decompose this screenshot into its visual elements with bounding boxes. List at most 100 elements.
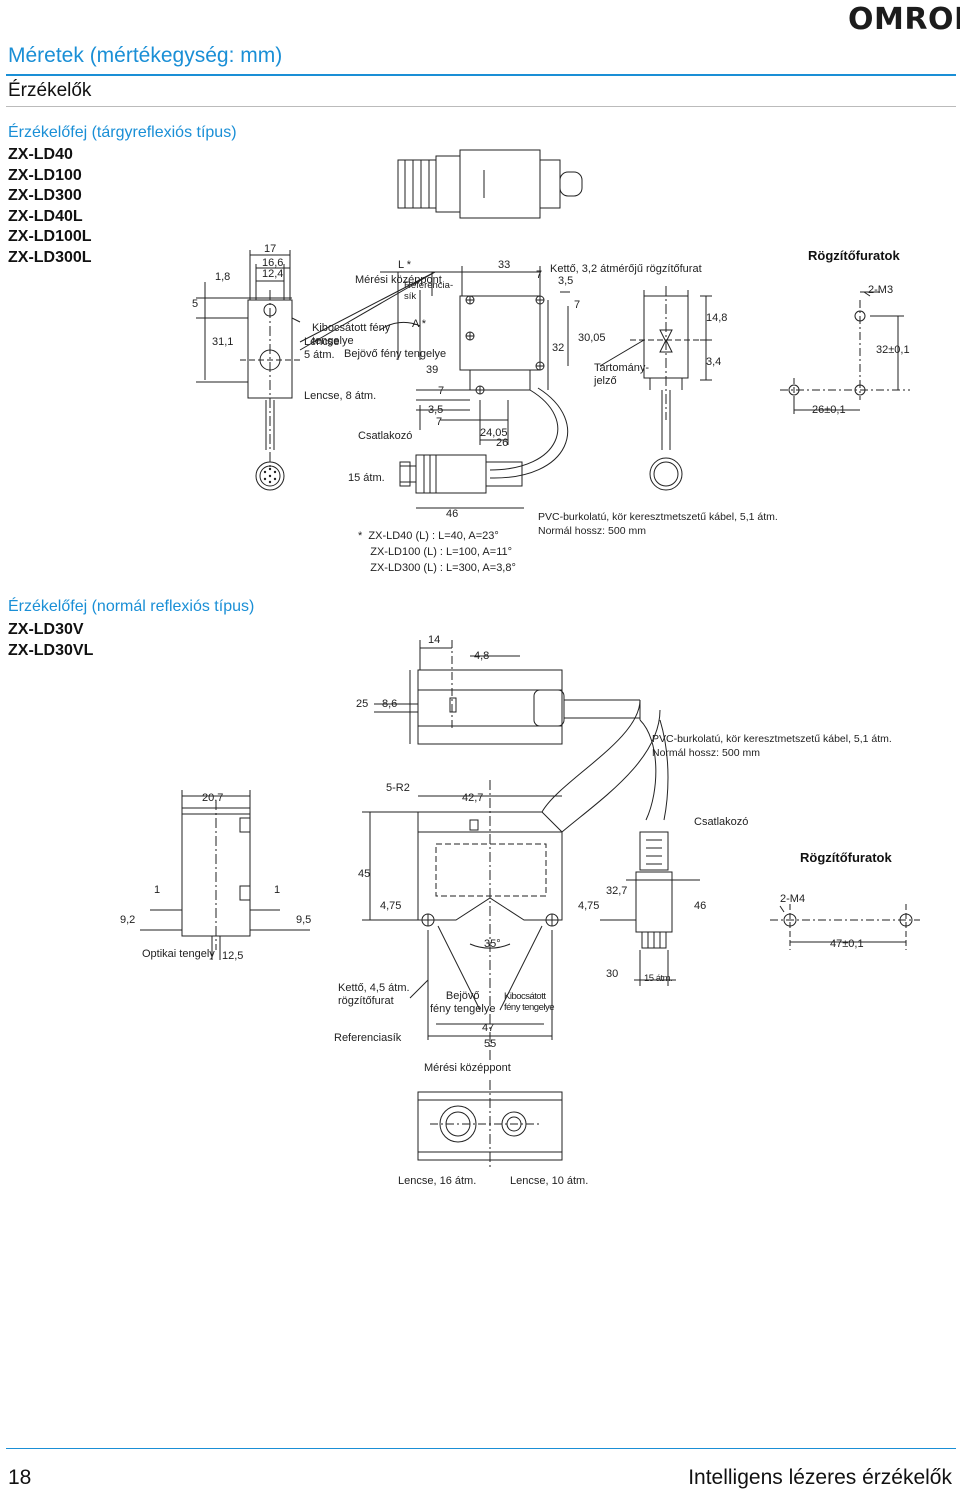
dim-20-7: 20,7 — [202, 792, 224, 804]
block2-model-list: ZX-LD30V ZX-LD30VL — [8, 620, 93, 661]
model-item: ZX-LD100 — [8, 166, 82, 184]
page-number: 18 — [8, 1466, 32, 1489]
block2-heading: Érzékelőfej (normál reflexiós típus) — [8, 598, 255, 615]
label-kibocsatott: Kibocsátott fény tengelye — [312, 322, 391, 347]
model-item: ZX-LD40L — [8, 207, 83, 225]
label-referenciasik: Referenciasík — [334, 1032, 402, 1044]
dim-26-tol: 26±0,1 — [812, 404, 846, 416]
dim-32: 32 — [552, 342, 565, 354]
model-item: ZX-LD300 — [8, 187, 82, 204]
model-item: ZX-LD300L — [8, 248, 92, 266]
dim-8-6: 8,6 — [382, 698, 398, 710]
label-bejovo-2: Bejövő fény tengelye — [430, 990, 496, 1015]
label-csatlakozo: Csatlakozó — [358, 430, 413, 442]
label-lencse-16: Lencse, 16 átm. — [398, 1175, 477, 1187]
dim-35-deg: 35° — [484, 938, 501, 950]
model-item: ZX-LD100L — [8, 228, 92, 245]
title-rule — [6, 74, 956, 76]
label-meresi-kozeppont: Mérési középpont — [355, 274, 442, 286]
dim-3-5-b: 3,5 — [558, 275, 574, 287]
mounting-holes-title-2: Rögzítőfuratok — [800, 850, 892, 865]
dim-42-7: 42,7 — [462, 792, 484, 804]
dim-7-c: 7 — [536, 269, 543, 281]
dim-1-b: 1 — [274, 884, 281, 896]
dim-12-5: 12,5 — [222, 950, 244, 962]
dim-5: 5 — [192, 298, 199, 310]
block2-side-view — [140, 790, 310, 960]
dim-24-05: 24,05 — [480, 427, 508, 439]
label-2-m4: 2-M4 — [780, 893, 806, 905]
label-lencse-8: Lencse, 8 átm. — [304, 390, 377, 402]
dim-26: 26 — [496, 437, 509, 449]
label-csatlakozo-2: Csatlakozó — [694, 816, 749, 828]
label-5-r2: 5-R2 — [386, 782, 410, 794]
section-title: Érzékelők — [8, 80, 92, 101]
block1-model-list: ZX-LD40 ZX-LD100 ZX-LD300 ZX-LD40L ZX-LD… — [8, 145, 92, 268]
label-referencia-sik: Referencia- sík — [404, 280, 454, 302]
label-ketto-4-5: Kettő, 4,5 átm. rögzítőfurat — [338, 982, 410, 1007]
dim-9-2: 9,2 — [120, 914, 136, 926]
sensor-end-view — [599, 286, 712, 491]
dim-12-4: 12,4 — [262, 268, 284, 280]
connector-plug-top — [397, 149, 583, 219]
dim-47-tol: 47±0,1 — [830, 938, 864, 950]
mounting-holes-title-1: Rögzítőfuratok — [808, 248, 900, 263]
label-lencse-10: Lencse, 10 átm. — [510, 1175, 589, 1187]
beam-lines — [291, 271, 462, 360]
footnote-models: * ZX-LD40 (L) : L=40, A=23° ZX-LD100 (L)… — [358, 530, 516, 574]
dim-33: 33 — [498, 259, 511, 271]
model-item: ZX-LD40 — [8, 146, 73, 163]
dim-45: 45 — [358, 868, 371, 880]
dim-4-75-a: 4,75 — [380, 900, 402, 912]
dim-1-8: 1,8 — [215, 271, 231, 283]
omron-logo: OMRON — [848, 2, 960, 37]
dim-A: A * — [412, 318, 427, 330]
section-rule — [6, 106, 956, 107]
dim-7-b: 7 — [436, 416, 443, 428]
dim-46-b2: 46 — [694, 900, 707, 912]
dim-3-5-a: 3,5 — [428, 404, 444, 416]
page-title: Méretek (mértékegység: mm) — [8, 44, 283, 67]
model-item: ZX-LD30V — [8, 621, 84, 638]
label-2-m3: 2-M3 — [868, 284, 894, 296]
dim-16-6: 16,6 — [262, 257, 284, 269]
label-meresi-kozeppont-2: Mérési középpont — [424, 1062, 511, 1074]
label-ketto-rogzitofurat: Kettő, 3,2 átmérőjű rögzítőfurat — [550, 263, 702, 275]
mounting-holes-1 — [780, 291, 910, 414]
label-kibocsatott-2: Kibocsátott fény tengelye — [504, 991, 555, 1013]
block2-top-view — [374, 640, 640, 745]
block2-front-view — [362, 699, 700, 1060]
dim-7-a: 7 — [438, 385, 445, 397]
dim-4-8: 4,8 — [474, 650, 490, 662]
label-15-atm: 15 átm. — [348, 472, 385, 484]
dim-L: L * — [398, 259, 412, 271]
dim-9-5: 9,5 — [296, 914, 312, 926]
cable-note-2: PVC-burkolatú, kör keresztmetszetű kábel… — [652, 733, 892, 760]
dim-25: 25 — [356, 698, 369, 710]
dim-3-4: 3,4 — [706, 356, 722, 368]
dim-32-tol: 32±0,1 — [876, 344, 910, 356]
dim-31-1: 31,1 — [212, 336, 234, 348]
dim-46: 46 — [446, 508, 459, 520]
label-lencse-5: Lencse 5 átm. — [304, 336, 340, 361]
label-bejovo: Bejövő fény tengelye — [344, 348, 447, 360]
cable-note-1: PVC-burkolatú, kör keresztmetszetű kábel… — [538, 511, 778, 538]
label-optikai-tengely: Optikai tengely — [142, 948, 215, 960]
dim-47: 47 — [482, 1022, 495, 1034]
dim-39: 39 — [426, 364, 439, 376]
block2-bottom-view — [417, 1080, 563, 1170]
block1-heading: Érzékelőfej (tárgyreflexiós típus) — [8, 124, 237, 141]
dim-17: 17 — [264, 243, 277, 255]
mounting-holes-2 — [770, 904, 920, 950]
dim-55: 55 — [484, 1038, 497, 1050]
dim-30-05: 30,05 — [578, 332, 606, 344]
dim-32-7: 32,7 — [606, 885, 628, 897]
label-tartomanyjelzo: Tartomány- jelző — [594, 362, 650, 387]
footer-rule — [6, 1448, 956, 1449]
footer-title: Intelligens lézeres érzékelők — [688, 1466, 952, 1489]
label-15-atm-2: 15 átm. — [644, 973, 673, 984]
sensor-side-view — [196, 250, 300, 491]
model-item: ZX-LD30VL — [8, 641, 94, 659]
dim-4-75-b: 4,75 — [578, 900, 600, 912]
